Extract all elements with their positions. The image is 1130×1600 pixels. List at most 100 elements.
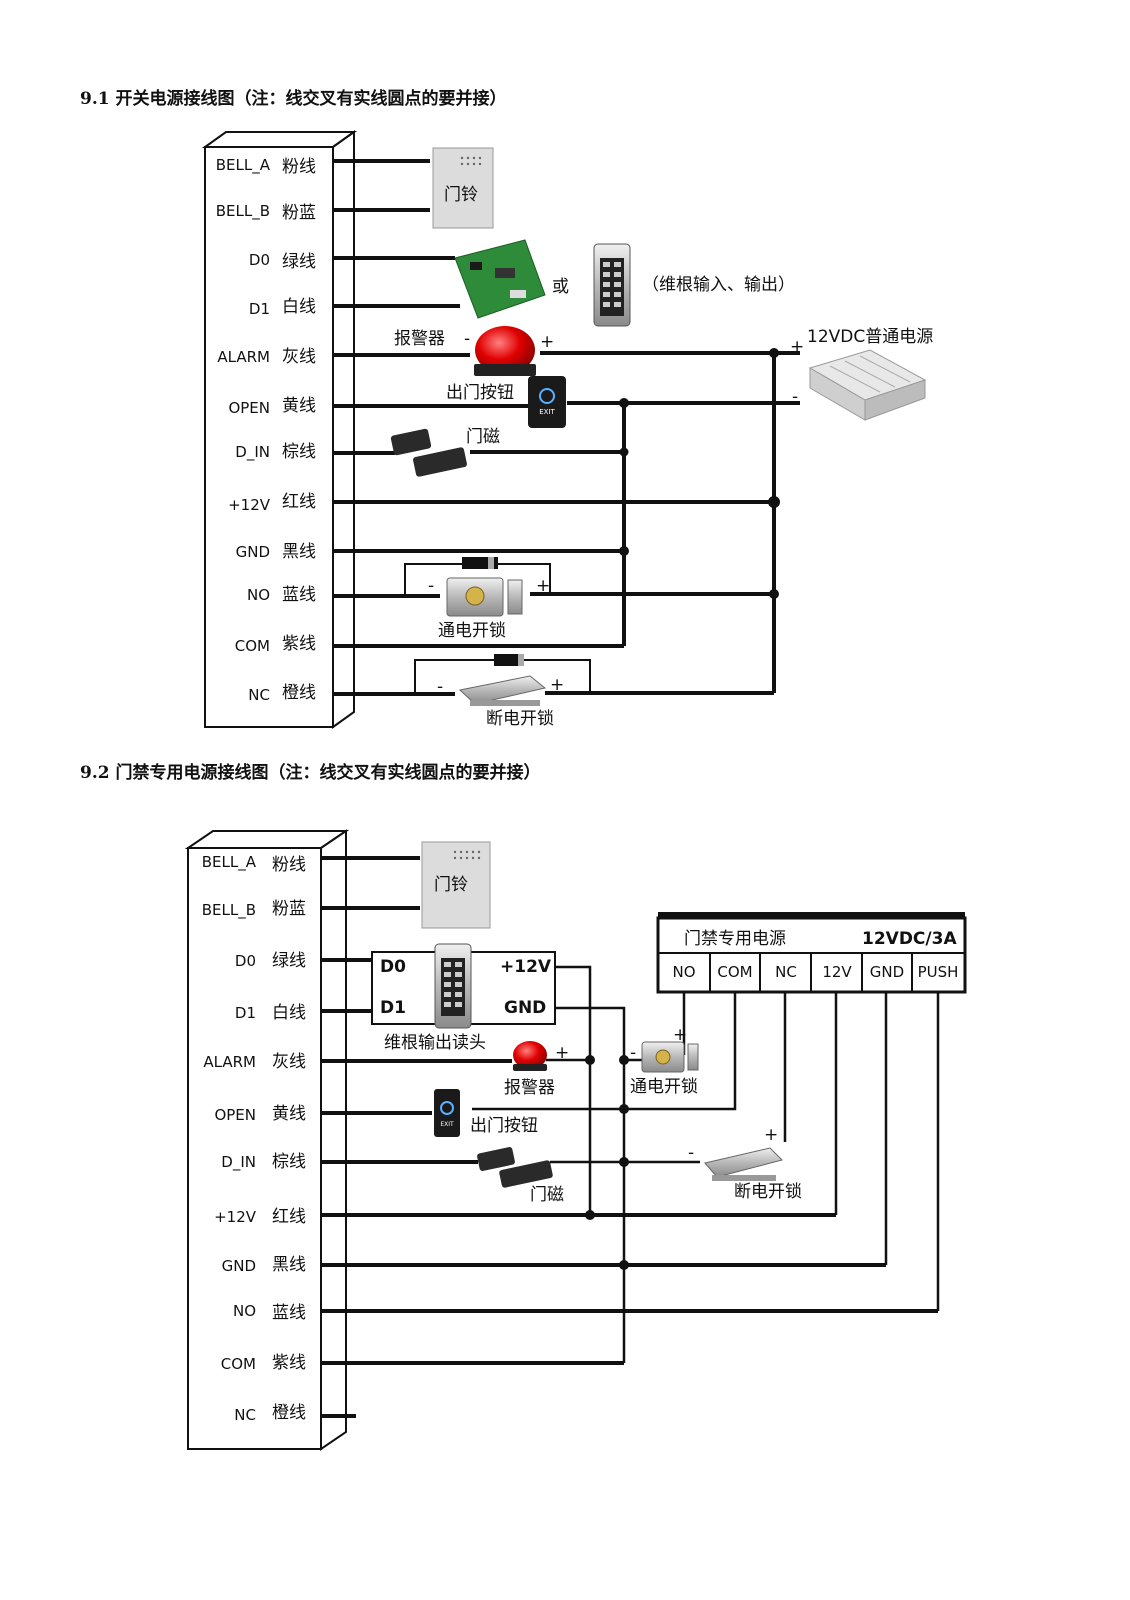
- lock-plus: +: [673, 1025, 687, 1045]
- door-sensor-device-1: [390, 428, 467, 477]
- wire-label: 红线: [282, 492, 316, 512]
- wire-label: 粉蓝: [272, 899, 306, 919]
- keypad-icon: [593, 243, 631, 327]
- fail-secure-lock-label: 通电开锁: [438, 621, 506, 641]
- wire-label: 紫线: [272, 1353, 306, 1373]
- pin-label: D0: [249, 251, 270, 269]
- plus-sign: +: [540, 332, 554, 352]
- wire-label: 黑线: [272, 1255, 306, 1275]
- pin-label: NO: [233, 1302, 256, 1320]
- reader-device-2: [434, 943, 472, 1029]
- wire-label: 棕线: [282, 442, 316, 462]
- wire-label: 橙线: [282, 683, 316, 703]
- junction-dots-2: [585, 1055, 629, 1270]
- controller-board-icon: [454, 239, 546, 319]
- exit-button-label: 出门按钮: [470, 1116, 538, 1136]
- reader-d1: D1: [380, 998, 406, 1018]
- psu-rating: 12VDC/3A: [862, 929, 957, 949]
- wires-2: [321, 856, 938, 1418]
- psu-terminal: GND: [870, 963, 904, 981]
- psu-title: 门禁专用电源: [684, 929, 786, 949]
- pin-label: NC: [234, 1406, 256, 1424]
- wire-label: 黄线: [282, 396, 316, 416]
- wire-label: 粉线: [272, 855, 306, 875]
- alarm-device-2: [513, 1041, 547, 1071]
- reader-12v: +12V: [500, 957, 552, 977]
- alarm-label: 报警器: [504, 1078, 555, 1098]
- lock-plus: +: [550, 675, 564, 695]
- fail-secure-lock-device-2: [641, 1041, 699, 1073]
- controller-pins-2: BELL_A 粉线 BELL_B 粉蓝 D0 绿线 D1 白线 ALARM 灰线…: [202, 853, 306, 1424]
- lock-plus: +: [764, 1125, 778, 1145]
- power-supply-device-1: [808, 349, 927, 421]
- lock-minus: -: [688, 1143, 694, 1163]
- access-control-psu: [656, 912, 967, 994]
- wire-label: 紫线: [282, 634, 316, 654]
- pin-label: BELL_A: [202, 853, 257, 872]
- pin-label: +12V: [228, 496, 271, 514]
- junction-dots-1: [619, 348, 780, 599]
- fail-safe-lock-device-1: [458, 654, 547, 706]
- section2-title: 9.2 门禁专用电源接线图（注：线交叉有实线圆点的要并接）: [80, 763, 541, 783]
- reader-label: 维根输出读头: [384, 1033, 486, 1053]
- pin-label: D1: [235, 1004, 256, 1022]
- fail-safe-lock-label: 断电开锁: [734, 1182, 802, 1202]
- doorbell-device-2: 门铃: [421, 841, 491, 929]
- pin-label: BELL_B: [216, 202, 270, 221]
- reader-d0: D0: [380, 957, 406, 977]
- exit-text: EXIT: [539, 408, 555, 416]
- wire-label: 绿线: [282, 252, 316, 272]
- pin-label: D0: [235, 952, 256, 970]
- psu-terminal: COM: [717, 963, 752, 981]
- alarm-plus: +: [555, 1043, 569, 1063]
- door-sensor-label: 门磁: [466, 427, 500, 447]
- pin-label: GND: [236, 543, 270, 561]
- pin-label: NC: [248, 686, 270, 704]
- wire-label: 粉线: [282, 157, 316, 177]
- pin-label: OPEN: [228, 399, 270, 417]
- wire-label: 黑线: [282, 542, 316, 562]
- pin-label: ALARM: [203, 1053, 256, 1071]
- wire-label: 黄线: [272, 1104, 306, 1124]
- psu-plus: +: [790, 337, 804, 357]
- controller-box-2: [184, 829, 350, 1451]
- exit-button-device-2: EXIT: [434, 1089, 460, 1137]
- lock-minus: -: [437, 677, 443, 697]
- section1-title: 9.1 开关电源接线图（注：线交叉有实线圆点的要并接）: [80, 89, 507, 109]
- wire-label: 白线: [272, 1003, 306, 1023]
- fail-secure-lock-label: 通电开锁: [630, 1077, 698, 1097]
- fail-safe-lock-label: 断电开锁: [486, 709, 554, 729]
- psu-terminal: PUSH: [918, 963, 959, 981]
- wire-label: 蓝线: [282, 585, 316, 605]
- psu-terminal: 12V: [822, 963, 852, 981]
- pin-label: OPEN: [214, 1106, 256, 1124]
- lock-minus: -: [630, 1043, 636, 1063]
- doorbell-label: 门铃: [434, 875, 468, 895]
- psu-minus: -: [792, 387, 798, 407]
- pin-label: NO: [247, 586, 270, 604]
- exit-text: EXIT: [440, 1121, 454, 1128]
- wire-label: 绿线: [272, 951, 306, 971]
- doorbell-device-1: 门铃: [432, 147, 494, 229]
- alarm-label: 报警器: [394, 329, 445, 349]
- wiegand-note: （维根输入、输出）: [642, 275, 795, 295]
- doorbell-label: 门铃: [444, 185, 478, 205]
- pin-label: D1: [249, 300, 270, 318]
- fail-safe-lock-device-2: [704, 1147, 783, 1181]
- pin-label: BELL_A: [216, 156, 271, 175]
- psu-terminal: NO: [672, 963, 695, 981]
- door-sensor-label: 门磁: [530, 1185, 564, 1205]
- door-sensor-device-2: [477, 1147, 553, 1188]
- pin-label: COM: [235, 637, 270, 655]
- pin-label: +12V: [214, 1208, 257, 1226]
- wire-label: 白线: [282, 297, 316, 317]
- wires-1: [333, 159, 800, 696]
- pin-label: GND: [222, 1257, 256, 1275]
- minus-sign: -: [464, 329, 470, 349]
- pin-label: BELL_B: [202, 901, 256, 920]
- pin-label: D_IN: [221, 1153, 256, 1172]
- pin-label: COM: [221, 1355, 256, 1373]
- exit-button-device-1: EXIT: [528, 376, 566, 428]
- psu-terminal: NC: [775, 963, 797, 981]
